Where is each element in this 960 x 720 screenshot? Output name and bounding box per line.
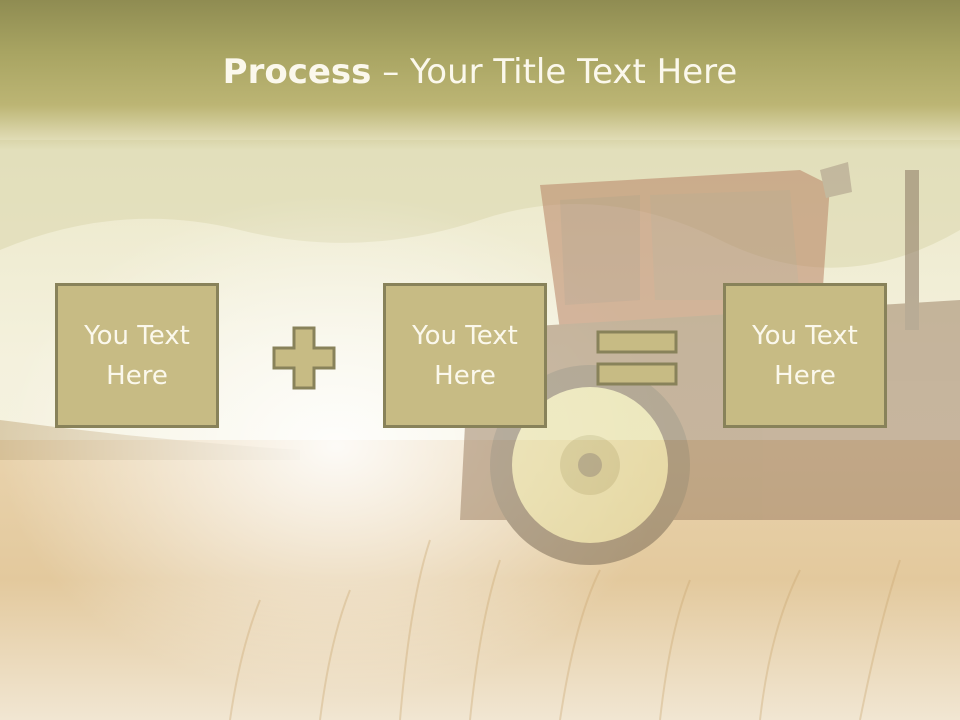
plus-icon: [272, 326, 336, 390]
title-dash: –: [371, 52, 411, 92]
process-box-1-text: You Text Here: [84, 320, 190, 391]
process-box-2[interactable]: You Text Here: [383, 283, 547, 428]
process-box-1[interactable]: You Text Here: [55, 283, 219, 428]
title-bold: Process: [222, 52, 372, 92]
slide-title[interactable]: Process – Your Title Text Here: [0, 52, 960, 92]
equals-icon: [596, 330, 678, 386]
process-box-3-text: You Text Here: [752, 320, 858, 391]
title-rest: Your Title Text Here: [410, 52, 738, 92]
process-box-3[interactable]: You Text Here: [723, 283, 887, 428]
title-band: [0, 0, 960, 150]
process-box-2-text: You Text Here: [412, 320, 518, 391]
